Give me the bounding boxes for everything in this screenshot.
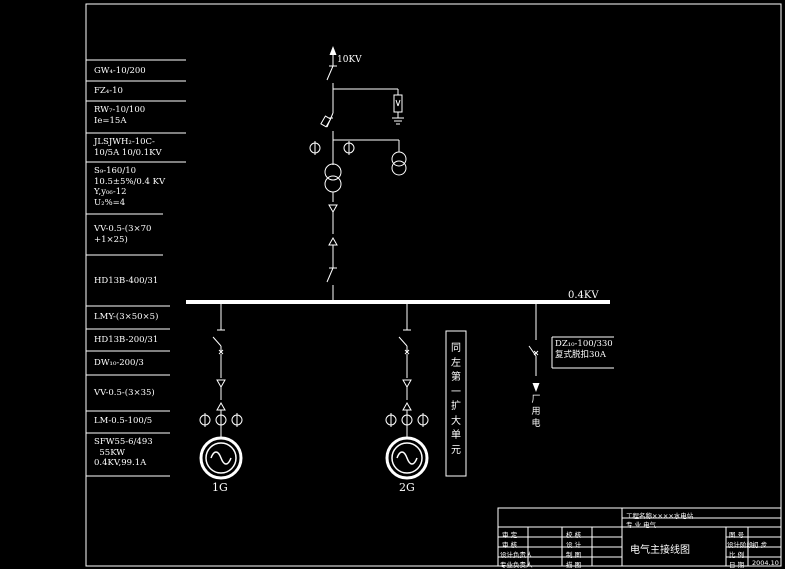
project-name-field: 工程名称××××水电站 xyxy=(626,512,694,520)
tb-mid-label-0: 校 核 xyxy=(566,531,582,539)
spec-gen-breaker: DW₁₀-200/3 xyxy=(94,358,144,368)
hv-voltage-label: 10KV xyxy=(337,55,362,65)
tb-right-label-0: 图 号 xyxy=(729,531,745,539)
plant-use-branch xyxy=(528,302,614,392)
tb-mid-label-3: 描 图 xyxy=(566,561,582,569)
title-block-lines xyxy=(497,507,782,567)
bus-voltage-label: 0.4KV xyxy=(568,290,599,301)
tb-row-label-1: 审 核 xyxy=(502,541,518,549)
spec-main-switch: HD13B-400/31 xyxy=(94,276,159,286)
spec-metering-unit: JLSJWH₂-10C-10/5A 10/0.1KV xyxy=(94,137,162,158)
spec-arrester: FZ₄-10 xyxy=(94,86,123,96)
tb-mid-label-1: 设 计 xyxy=(566,541,582,549)
drawing-frame xyxy=(85,3,782,567)
spec-table-lines xyxy=(86,59,186,477)
gen1-branch xyxy=(199,302,243,480)
gen2-branch xyxy=(385,302,429,480)
tb-mid-label-2: 制 图 xyxy=(566,551,582,559)
discipline-field: 专 业 电气 xyxy=(626,521,657,529)
spec-main-cable: VV-0.5-(3×70+1×25) xyxy=(94,224,152,245)
expansion-unit-label: 同左第一扩大单元 xyxy=(451,343,461,456)
spec-gen-cable: VV-0.5-(3×35) xyxy=(94,388,155,398)
tb-stage-value: 初 步 xyxy=(752,541,768,549)
spec-busbar: LMY-(3×50×5) xyxy=(94,312,159,322)
expansion-unit-box xyxy=(445,330,467,477)
plant-use-label: 厂用电 xyxy=(531,395,541,429)
tb-right-label-2: 比 例 xyxy=(729,551,745,559)
spec-disconnector: GW₄-10/200 xyxy=(94,66,146,76)
tb-row-label-3: 专业负责人 xyxy=(500,561,533,569)
gen1-label: 1G xyxy=(212,481,228,494)
tb-right-label-3: 日 期 xyxy=(729,561,745,569)
spec-gen-ct: LM-0.5-100/5 xyxy=(94,416,153,426)
spec-gen-switch: HD13B-200/31 xyxy=(94,335,159,345)
tb-row-label-0: 审 定 xyxy=(502,531,518,539)
drawing-title: 电气主接线图 xyxy=(630,545,690,556)
gen2-label: 2G xyxy=(399,481,415,494)
tb-right-label-1: 设计阶段 xyxy=(727,541,753,549)
hv-incoming-line xyxy=(309,46,407,302)
tb-date-value: 2004.10 xyxy=(752,559,779,567)
tb-row-label-2: 设计负责人 xyxy=(500,551,533,559)
